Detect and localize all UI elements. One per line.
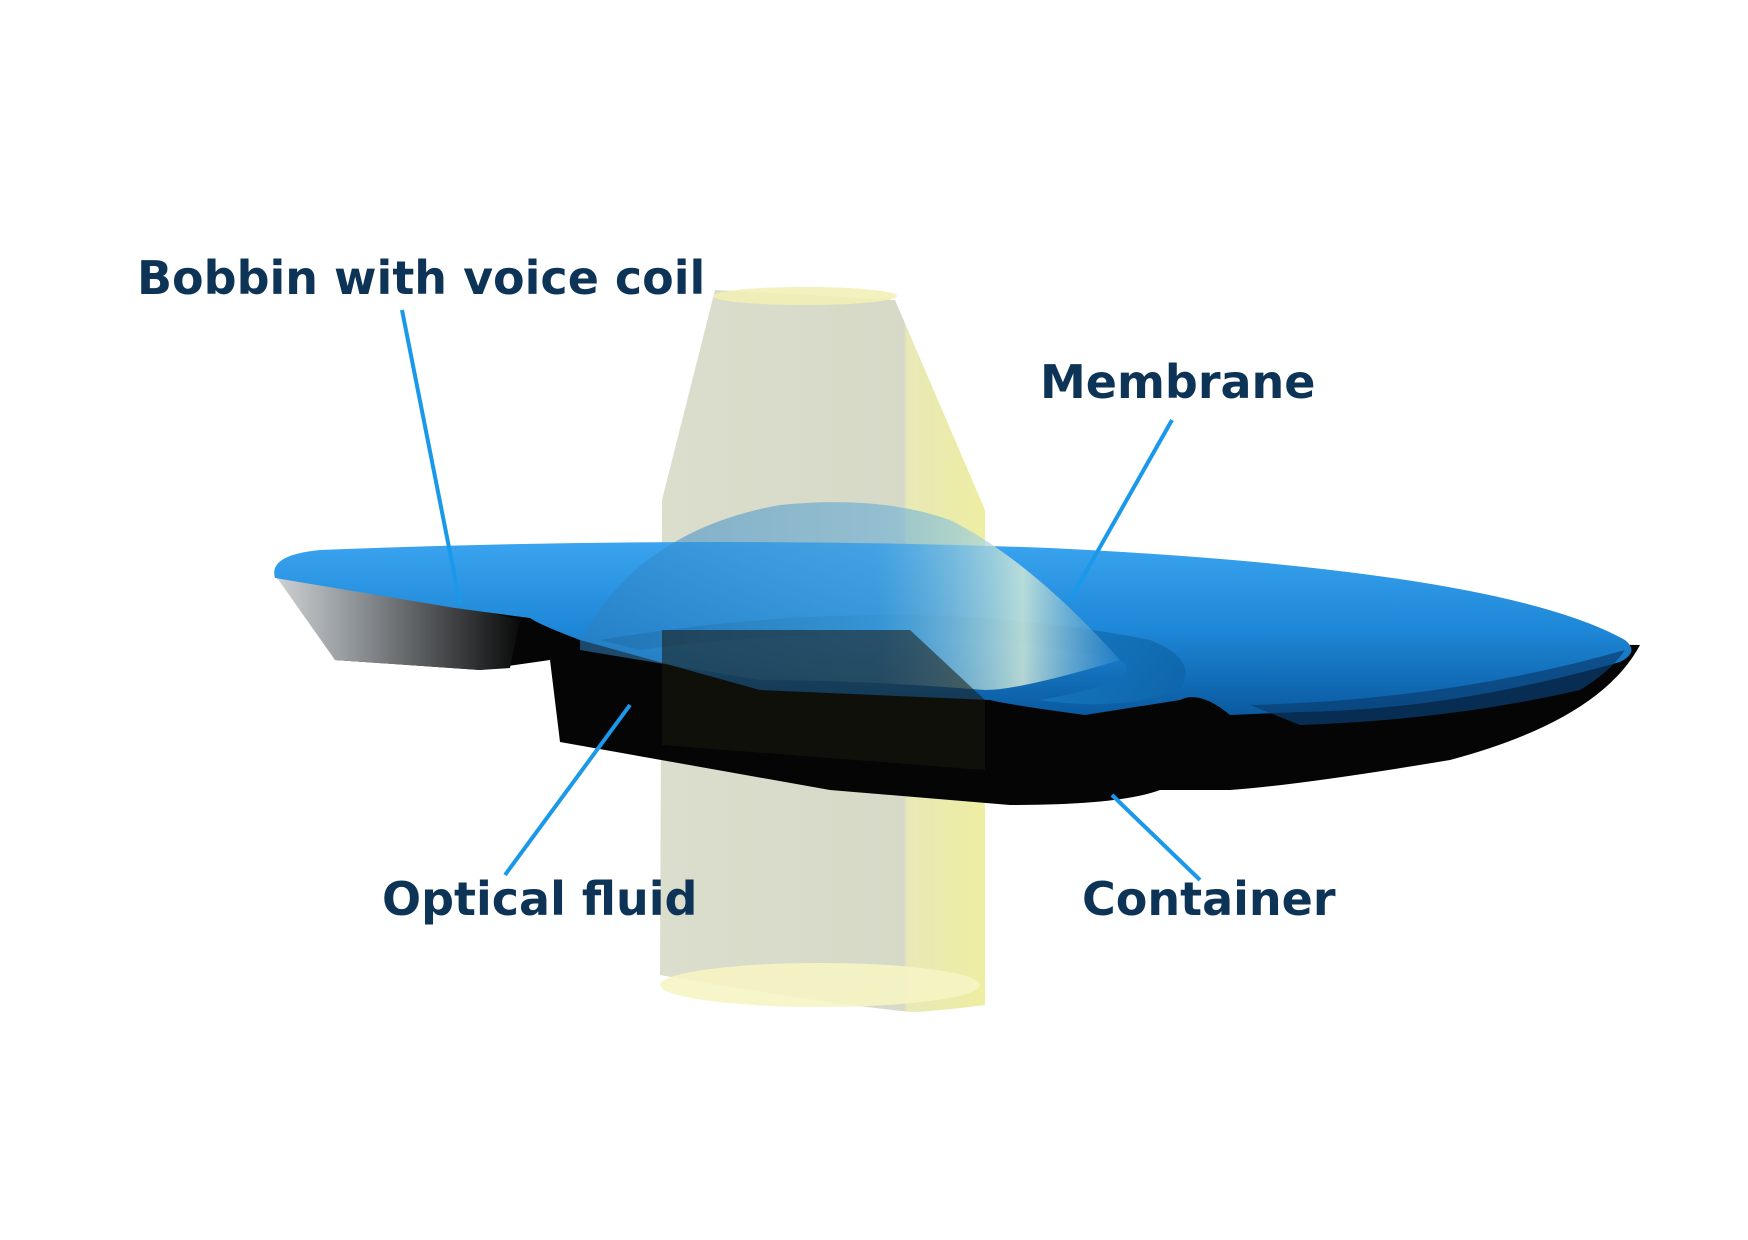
label-bobbin-with-voice-coil: Bobbin with voice coil (137, 251, 705, 305)
leader-membrane (1068, 419, 1174, 601)
label-membrane: Membrane (1040, 355, 1316, 409)
leader-lines (400, 309, 1202, 882)
label-optical-fluid: Optical fluid (382, 872, 697, 926)
leader-bobbin (400, 309, 462, 604)
bobbin-shape (275, 568, 520, 670)
label-container: Container (1082, 872, 1336, 926)
light-beam-front (662, 630, 985, 770)
leader-container (1110, 793, 1202, 882)
leader-optical-fluid (503, 703, 632, 877)
